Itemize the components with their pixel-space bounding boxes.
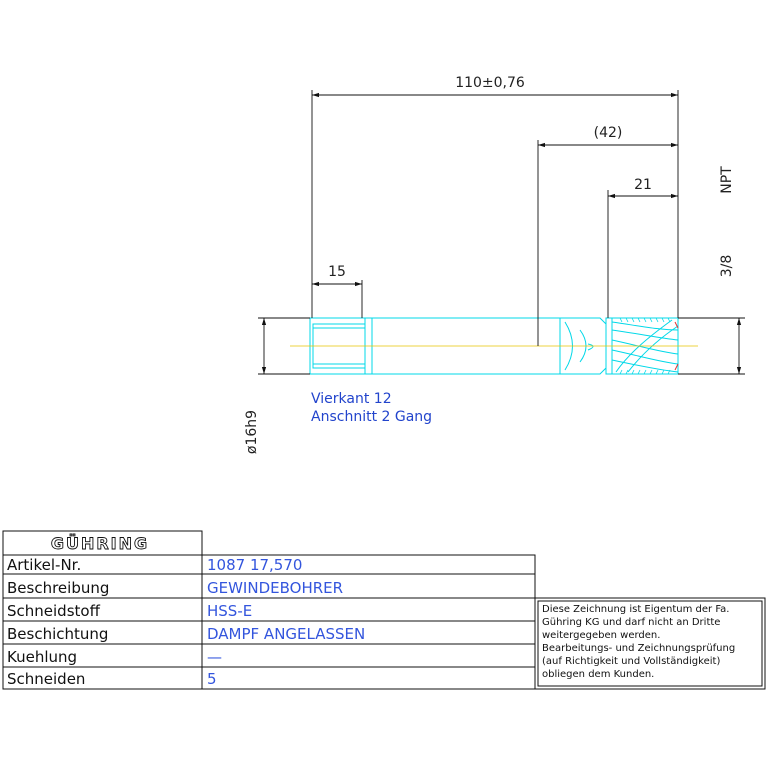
row-value-cutting-edges: 5 <box>207 670 217 688</box>
dim-thread-type: NPT <box>719 166 735 194</box>
disclaimer-line: (auf Richtigkeit und Vollständigkeit) <box>542 656 720 667</box>
disclaimer-text: Diese Zeichnung ist Eigentum der Fa. Güh… <box>542 604 735 680</box>
row-value-description: GEWINDEBOHRER <box>207 579 343 597</box>
row-label-description: Beschreibung <box>7 579 109 597</box>
dim-thread-section: (42) <box>594 125 623 141</box>
title-block-rows: Artikel-Nr. 1087 17,570 Beschreibung GEW… <box>7 556 365 688</box>
disclaimer-line: Gühring KG und darf nicht an Dritte <box>542 617 720 628</box>
row-value-article: 1087 17,570 <box>207 556 302 574</box>
disclaimer-line: Bearbeitungs- und Zeichnungsprüfung <box>542 643 735 654</box>
disclaimer-line: weitergegeben werden. <box>542 630 660 641</box>
dim-thread-size: 3/8 <box>719 255 735 278</box>
row-label-material: Schneidstoff <box>7 602 101 620</box>
disclaimer-line: obliegen dem Kunden. <box>542 669 654 680</box>
disclaimer-line: Diese Zeichnung ist Eigentum der Fa. <box>542 604 729 615</box>
row-label-coating: Beschichtung <box>7 625 108 643</box>
row-value-cooling: — <box>207 648 222 666</box>
title-block <box>2 530 766 690</box>
dim-chamfer-section: 21 <box>634 177 652 193</box>
dim-shank-diameter: ø16h9 <box>244 410 260 454</box>
row-label-cutting-edges: Schneiden <box>7 670 85 688</box>
dim-square-length: 15 <box>328 264 346 280</box>
row-value-material: HSS-E <box>207 602 252 620</box>
note-chamfer: Anschnitt 2 Gang <box>311 409 432 425</box>
tap-tool-outline <box>309 317 679 375</box>
row-label-article: Artikel-Nr. <box>7 556 81 574</box>
dimension-lines <box>258 90 745 375</box>
row-value-coating: DAMPF ANGELASSEN <box>207 625 365 643</box>
guehring-logo: GÜHRING <box>51 534 149 553</box>
row-label-cooling: Kuehlung <box>7 648 77 666</box>
note-square: Vierkant 12 <box>311 391 392 407</box>
dim-overall-length: 110±0,76 <box>455 75 525 91</box>
